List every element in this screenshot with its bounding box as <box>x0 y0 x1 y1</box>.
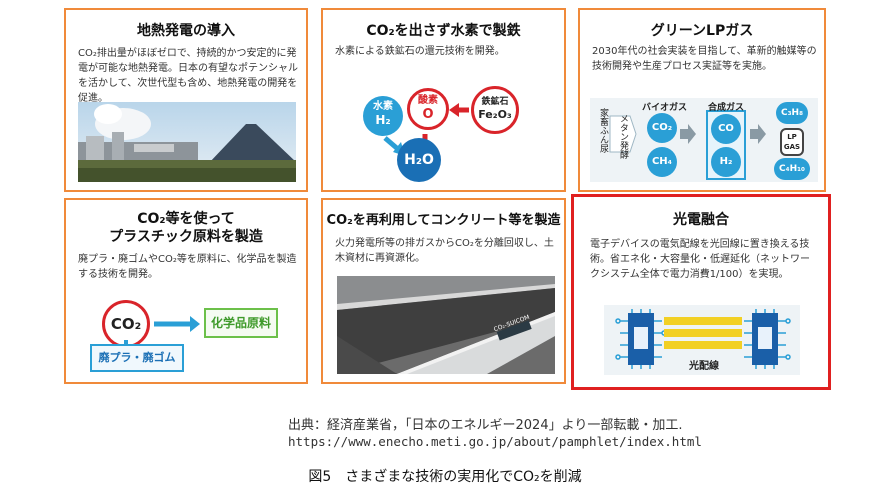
chemical-feedstock-box: 化学品原料 <box>204 308 278 338</box>
hydrogen-formula: H₂ <box>375 113 391 127</box>
figure-caption: 図5 さまざまな技術の実用化でCO₂を削減 <box>308 469 582 485</box>
green-lp-gas-description: 2030年代の社会実装を目指して、革新的触媒等の技術開発や生産プロセス実証等を実… <box>592 46 817 72</box>
synthesis-co: CO <box>711 114 741 144</box>
water-formula: H₂O <box>404 152 434 168</box>
card-geothermal: 地熱発電の導入 CO₂排出量がほぼゼロで、持続的かつ安定的に発電が可能な地熱発電… <box>64 8 308 192</box>
biogas-co2: CO₂ <box>647 113 677 143</box>
concrete-description: 火力発電所等の排ガスからCO₂を分離回収し、土木資材に再資源化。 <box>335 238 554 264</box>
hydrogen-steel-description: 水素による鉄鉱石の還元技術を開発。 <box>335 46 505 57</box>
plastics-title-line2: プラスチック原料を製造 <box>109 229 263 245</box>
plastics-description: 廃プラ・廃ゴムやCO₂等を原料に、化学品を製造する技術を開発。 <box>78 254 297 280</box>
lp-gas-arrows <box>609 115 766 153</box>
optical-wire-label: 光配線 <box>689 361 719 372</box>
co2-input-circle: CO₂ <box>102 300 150 348</box>
oxygen-circle: 酸素 O <box>407 88 449 130</box>
card-photonics: 光電融合 電子デバイスの電気配線を光回線に置き換える技術。省エネ化・大容量化・低… <box>571 194 831 390</box>
green-lp-gas-title: グリーンLPガス <box>650 23 754 39</box>
hydrogen-circle: 水素 H₂ <box>363 96 403 136</box>
co2-input-label: CO₂ <box>110 315 142 333</box>
card-hydrogen-steel: CO₂を出さず水素で製鉄 水素による鉄鉱石の還元技術を開発。 水素 H₂ 酸素 … <box>321 8 566 192</box>
iron-ore-label: 鉄鉱石 <box>481 97 509 107</box>
hydrogen-steel-arrows <box>383 103 469 156</box>
water-circle: H₂O <box>397 138 441 182</box>
geothermal-title: 地熱発電の導入 <box>137 23 235 39</box>
geothermal-photo <box>78 102 296 182</box>
biogas-label: バイオガス <box>642 103 688 113</box>
source-url: https://www.enecho.meti.go.jp/about/pamp… <box>288 434 702 449</box>
hydrogen-label: 水素 <box>373 101 393 112</box>
concrete-photo: CO₂-SUICOM <box>337 276 555 374</box>
product-c4h10: C₄H₁₀ <box>774 158 810 180</box>
source-citation: 出典：経済産業省，「日本のエネルギー2024」より一部転載・加工. <box>288 418 683 433</box>
oxygen-label: 酸素 <box>418 95 438 106</box>
biogas-ch4: CH₄ <box>647 147 677 177</box>
plastics-title-line1: CO₂等を使って <box>137 211 235 227</box>
concrete-title: CO₂を再利用してコンクリート等を製造 <box>326 213 561 228</box>
synthesis-h2: H₂ <box>711 147 741 177</box>
photonics-diagram <box>615 309 791 369</box>
waste-plastic-box: 廃プラ・廃ゴム <box>90 344 184 372</box>
oxygen-formula: O <box>422 107 434 122</box>
lp-tank-label-1: LP <box>787 133 797 141</box>
synthesis-label: 合成ガス <box>707 103 744 113</box>
product-c3h8: C₃H₈ <box>776 102 808 124</box>
methane-fermentation-label: メタン発酵 <box>618 114 628 159</box>
manure-label: 家畜ふん尿 <box>598 108 608 153</box>
card-green-lp-gas: グリーンLPガス 2030年代の社会実装を目指して、革新的触媒等の技術開発や生産… <box>578 8 826 192</box>
lp-gas-tank: LP GAS <box>780 128 804 156</box>
photonics-description: 電子デバイスの電気配線を光回線に置き換える技術。省エネ化・大容量化・低遅延化（ネ… <box>590 239 810 280</box>
card-plastics: CO₂等を使って プラスチック原料を製造 廃プラ・廃ゴムやCO₂等を原料に、化学… <box>64 198 308 384</box>
hydrogen-steel-title: CO₂を出さず水素で製鉄 <box>366 23 521 39</box>
iron-ore-formula: Fe₂O₃ <box>478 108 512 121</box>
card-concrete: CO₂を再利用してコンクリート等を製造 火力発電所等の排ガスからCO₂を分離回収… <box>321 198 566 384</box>
lp-tank-label-2: GAS <box>783 143 801 151</box>
iron-ore-circle: 鉄鉱石 Fe₂O₃ <box>471 86 519 134</box>
geothermal-description: CO₂排出量がほぼゼロで、持続的かつ安定的に発電が可能な地熱発電。日本の有望なポ… <box>78 48 298 104</box>
photonics-title: 光電融合 <box>673 212 729 228</box>
